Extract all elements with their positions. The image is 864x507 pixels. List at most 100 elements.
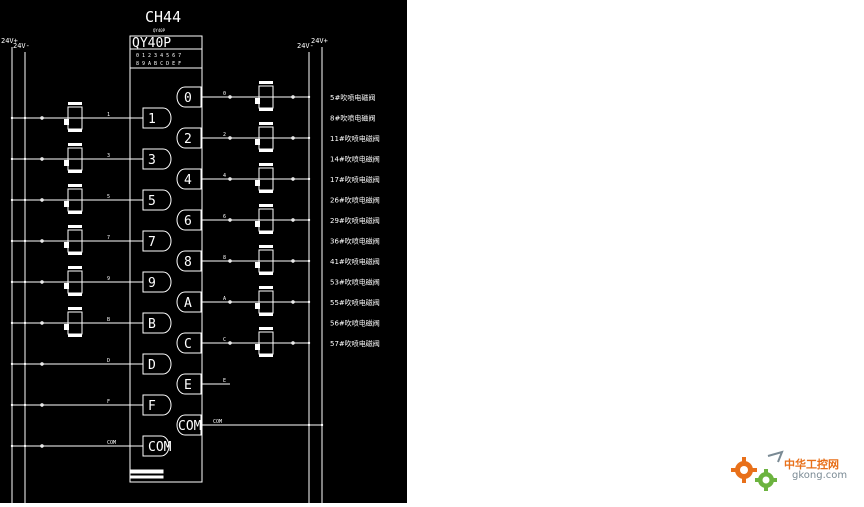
rail-junction bbox=[10, 362, 14, 366]
rail-junction bbox=[23, 403, 27, 407]
right-wire-number: 8 bbox=[223, 255, 226, 261]
relay-base bbox=[68, 129, 82, 132]
relay-base bbox=[259, 354, 273, 357]
relay-base bbox=[259, 108, 273, 111]
valve-label: 57#吹喷电磁阀 bbox=[330, 339, 380, 348]
relay-base bbox=[259, 231, 273, 234]
right-wire-number: E bbox=[223, 378, 226, 384]
relay-contact bbox=[255, 303, 260, 309]
wire-terminal bbox=[228, 300, 232, 304]
rail-junction bbox=[23, 116, 27, 120]
relay-base bbox=[259, 313, 273, 316]
valve-label: 26#吹喷电磁阀 bbox=[330, 196, 380, 205]
module-model-small: QY40P bbox=[153, 28, 166, 33]
right-wire-number: 4 bbox=[223, 173, 226, 179]
wire-terminal bbox=[291, 341, 295, 345]
right-wire-number: A bbox=[223, 296, 226, 302]
plc-module-body bbox=[129, 35, 203, 483]
watermark-text: 中华工控网 bbox=[784, 458, 839, 471]
right-port-label: COM bbox=[178, 419, 202, 434]
left-wire-number: D bbox=[107, 358, 110, 364]
relay-base bbox=[68, 170, 82, 173]
right-port-box bbox=[176, 209, 202, 231]
relay-cap bbox=[68, 102, 82, 105]
left-port-row: 33 bbox=[10, 143, 172, 173]
rail-junction bbox=[10, 321, 14, 325]
schematic-canvas: CH44 QY40P QY40P 0 1 2 3 4 5 6 7 8 9 A B… bbox=[0, 0, 407, 503]
wire-terminal bbox=[291, 95, 295, 99]
right-port-box bbox=[176, 373, 202, 395]
relay-cap bbox=[259, 163, 273, 166]
relay-contact bbox=[255, 221, 260, 227]
left-relay bbox=[64, 225, 83, 255]
relay-cap bbox=[68, 307, 82, 310]
relay-cap bbox=[68, 143, 82, 146]
wire-terminal bbox=[228, 218, 232, 222]
rail-junction bbox=[23, 321, 27, 325]
left-port-row: BB bbox=[10, 307, 172, 337]
wire-terminal bbox=[40, 157, 44, 161]
wire-terminal bbox=[228, 177, 232, 181]
left-port-label: 5 bbox=[148, 194, 156, 209]
relay-contact bbox=[64, 324, 69, 330]
supply-right-1: 24V- bbox=[297, 42, 314, 50]
wire-terminal bbox=[40, 403, 44, 407]
right-port-label: E bbox=[184, 378, 192, 393]
right-wire-number: 6 bbox=[223, 214, 226, 220]
right-port-box bbox=[176, 332, 202, 354]
left-wire-number: 1 bbox=[107, 112, 110, 118]
supply-right-2: 24V+ bbox=[311, 37, 328, 45]
left-wire-number: 3 bbox=[107, 153, 110, 159]
relay-cap bbox=[68, 266, 82, 269]
right-port-box bbox=[176, 168, 202, 190]
wire-terminal bbox=[291, 300, 295, 304]
right-port-box bbox=[176, 250, 202, 272]
relay-base bbox=[259, 149, 273, 152]
left-port-box bbox=[142, 271, 172, 293]
valve-label: 55#吹喷电磁阀 bbox=[330, 298, 380, 307]
wire-terminal bbox=[291, 177, 295, 181]
rail-junction bbox=[307, 341, 311, 345]
rail-junction bbox=[307, 95, 311, 99]
wire-terminal bbox=[291, 136, 295, 140]
right-wire-number: C bbox=[223, 337, 226, 343]
relay-cap bbox=[259, 81, 273, 84]
valve-label: 5#吹喷电磁阀 bbox=[330, 93, 375, 102]
right-port-box bbox=[176, 86, 202, 108]
wire-terminal bbox=[40, 280, 44, 284]
left-port-label: B bbox=[148, 317, 156, 332]
valve-label: 14#吹喷电磁阀 bbox=[330, 155, 380, 164]
right-port-label: 0 bbox=[184, 91, 192, 106]
relay-base bbox=[68, 334, 82, 337]
left-port-row: DD bbox=[10, 353, 172, 375]
rail-junction bbox=[307, 177, 311, 181]
relay-base bbox=[68, 211, 82, 214]
wire-terminal bbox=[40, 239, 44, 243]
valve-label: 8#吹喷电磁阀 bbox=[330, 114, 375, 123]
right-relay bbox=[255, 81, 274, 111]
wire-terminal bbox=[228, 259, 232, 263]
left-relay bbox=[64, 143, 83, 173]
left-wire-number: B bbox=[107, 317, 110, 323]
right-port-label: 4 bbox=[184, 173, 192, 188]
left-port-box bbox=[142, 107, 172, 129]
right-port-box bbox=[176, 127, 202, 149]
rail-junction bbox=[23, 198, 27, 202]
wire-terminal bbox=[40, 198, 44, 202]
left-wire-number: 7 bbox=[107, 235, 110, 241]
right-port-label: A bbox=[184, 296, 192, 311]
left-port-label: 9 bbox=[148, 276, 156, 291]
right-relay bbox=[255, 245, 274, 275]
wire-terminal bbox=[40, 321, 44, 325]
relay-cap bbox=[259, 245, 273, 248]
valve-label: 36#吹喷电磁阀 bbox=[330, 237, 380, 246]
rail-junction bbox=[23, 239, 27, 243]
right-port-label: C bbox=[184, 337, 192, 352]
module-subtitle-line-2: 8 9 A B C D E F bbox=[136, 61, 181, 67]
rail-junction bbox=[10, 403, 14, 407]
left-port-box bbox=[142, 189, 172, 211]
left-port-label: 3 bbox=[148, 153, 156, 168]
